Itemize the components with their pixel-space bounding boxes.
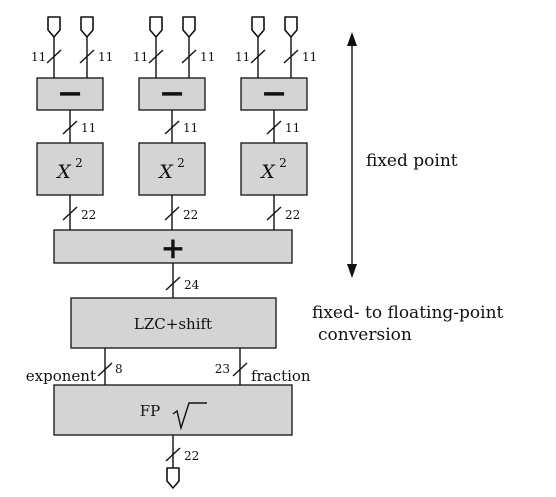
minus-symbol: − xyxy=(261,74,288,112)
input-port xyxy=(80,16,94,38)
bitwidth-label: 22 xyxy=(285,208,300,222)
bitwidth-label: 11 xyxy=(31,50,46,64)
difference-wires xyxy=(62,110,282,143)
conversion-annotation-line1: fixed- to floating-point xyxy=(312,303,504,323)
float-wires xyxy=(97,348,248,385)
plus-symbol: + xyxy=(160,231,185,266)
square-base: X xyxy=(259,161,276,183)
input-port xyxy=(47,16,61,38)
square-block xyxy=(240,142,308,196)
bitwidth-label: 11 xyxy=(235,50,250,64)
input-wires xyxy=(46,37,299,78)
sum-wire xyxy=(165,263,181,298)
lzc-shift-label: LZC+shift xyxy=(134,315,212,333)
bitwidth-label: 22 xyxy=(81,208,96,222)
fraction-label: fraction xyxy=(251,367,311,385)
adder-block xyxy=(53,229,293,264)
output-port xyxy=(166,467,180,489)
subtractor-block xyxy=(36,77,104,111)
minus-symbol: − xyxy=(159,74,186,112)
output-wire xyxy=(165,435,181,468)
input-port xyxy=(149,16,163,38)
fixed-point-range-arrow xyxy=(347,32,357,278)
square-base: X xyxy=(55,161,72,183)
input-port xyxy=(182,16,196,38)
bitwidth-label: 11 xyxy=(133,50,148,64)
bitwidth-label: 11 xyxy=(81,121,96,135)
square-exponent: 2 xyxy=(75,156,83,170)
bitwidth-label: 24 xyxy=(184,278,200,292)
bitwidth-label: 8 xyxy=(115,362,123,376)
bitwidth-label: 11 xyxy=(183,121,198,135)
exponent-label: exponent xyxy=(26,367,96,385)
square-block xyxy=(36,142,104,196)
bitwidth-label: 11 xyxy=(200,50,215,64)
bitwidth-label: 11 xyxy=(285,121,300,135)
conversion-annotation-line2: conversion xyxy=(318,325,412,345)
square-block xyxy=(138,142,206,196)
input-port xyxy=(284,16,298,38)
sqrt-symbol xyxy=(172,402,207,431)
input-port xyxy=(251,16,265,38)
fp-sqrt-block xyxy=(53,384,293,436)
square-base: X xyxy=(157,161,174,183)
bitwidth-label: 22 xyxy=(184,449,199,463)
fixed-point-annotation: fixed point xyxy=(366,151,458,171)
bitwidth-label: 23 xyxy=(215,362,230,376)
square-exponent: 2 xyxy=(279,156,287,170)
minus-symbol: − xyxy=(57,74,84,112)
fp-label: FP xyxy=(140,402,161,420)
square-exponent: 2 xyxy=(177,156,185,170)
square-wires xyxy=(62,195,282,230)
bitwidth-label: 22 xyxy=(183,208,198,222)
subtractor-block xyxy=(138,77,206,111)
lzc-shift-block xyxy=(70,297,277,349)
bitwidth-label: 11 xyxy=(98,50,113,64)
bitwidth-label: 11 xyxy=(302,50,317,64)
